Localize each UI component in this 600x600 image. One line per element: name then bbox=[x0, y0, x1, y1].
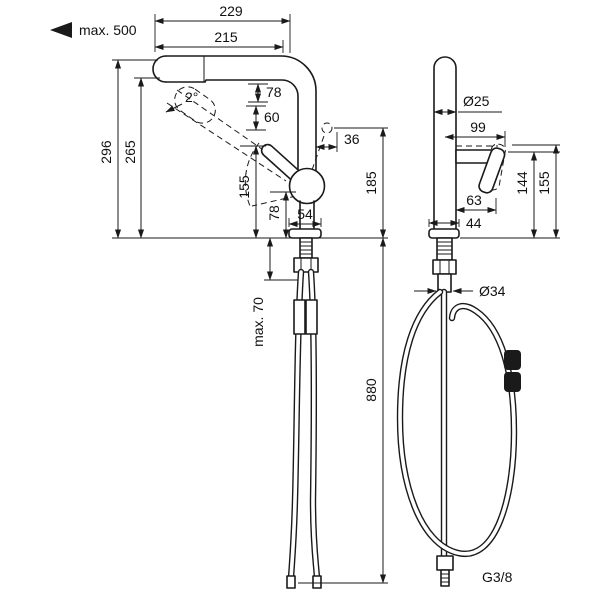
dim-185-label: 185 bbox=[363, 171, 379, 195]
dim-36-label: 36 bbox=[344, 131, 360, 147]
dim-max-pullout-label: max. 500 bbox=[79, 22, 137, 38]
supply-connector bbox=[436, 555, 454, 571]
handle-side bbox=[455, 143, 506, 194]
handle-front bbox=[244, 122, 333, 207]
dim-78-lower-label: 78 bbox=[266, 205, 282, 221]
ball-joint bbox=[288, 167, 326, 205]
mounting-nut-front bbox=[293, 257, 319, 273]
dim-155-side-label: 155 bbox=[536, 171, 552, 195]
shank-side bbox=[436, 237, 453, 261]
dim-296-label: 296 bbox=[98, 140, 114, 164]
mounting-nut-side bbox=[432, 259, 457, 275]
shank-front bbox=[299, 237, 313, 259]
dim-60-label: 60 bbox=[264, 109, 280, 125]
dim-dia-25-label: Ø25 bbox=[463, 93, 490, 109]
dim-angle-label: 2° bbox=[185, 89, 198, 105]
spray-head-pulled-out bbox=[166, 86, 293, 182]
side-dimensions: Ø25 99 144 155 63 44 Ø34 bbox=[414, 93, 560, 585]
spout-front bbox=[152, 55, 317, 171]
faucet-body-side bbox=[428, 228, 460, 293]
dim-144-label: 144 bbox=[514, 171, 530, 195]
dim-99-label: 99 bbox=[470, 119, 486, 135]
dim-44-label: 44 bbox=[466, 215, 482, 231]
side-view: Ø25 99 144 155 63 44 Ø34 bbox=[396, 56, 560, 587]
base-flange-side bbox=[428, 228, 460, 239]
dim-thread-label: G3/8 bbox=[482, 569, 513, 585]
dim-215-label: 215 bbox=[214, 29, 238, 45]
dim-265-label: 265 bbox=[122, 140, 138, 164]
base-flange-front bbox=[288, 228, 322, 239]
dim-229-label: 229 bbox=[219, 3, 243, 19]
dim-54-label: 54 bbox=[297, 206, 313, 222]
dim-max-70-label: max. 70 bbox=[250, 297, 266, 347]
spout-side bbox=[433, 56, 457, 230]
dim-63-label: 63 bbox=[466, 192, 482, 208]
hose-loop bbox=[396, 288, 521, 587]
hose-weight bbox=[504, 372, 521, 392]
front-view: max. 500 229 215 296 265 2° 78 bbox=[50, 3, 388, 589]
dim-880-label: 880 bbox=[363, 378, 379, 402]
front-dimensions: max. 500 229 215 296 265 2° 78 bbox=[50, 3, 388, 584]
supply-hoses-front bbox=[286, 268, 322, 589]
dim-78-upper-label: 78 bbox=[266, 84, 282, 100]
pullout-arrow-icon bbox=[50, 22, 72, 38]
hose-weight bbox=[504, 350, 521, 370]
dim-155-front-label: 155 bbox=[236, 175, 252, 199]
dim-dia-34-label: Ø34 bbox=[479, 283, 506, 299]
